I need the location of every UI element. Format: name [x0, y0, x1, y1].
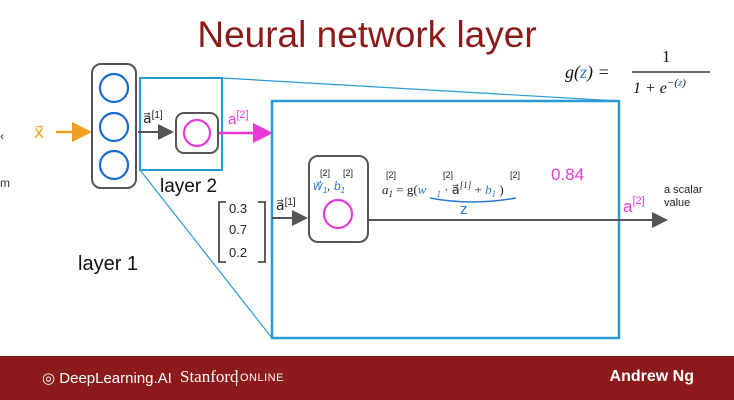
layer1-neuron-1 [98, 72, 130, 104]
deeplearning-logo-icon: ◎ [42, 370, 56, 387]
layer1-box [91, 63, 137, 189]
z-label: z [460, 201, 468, 218]
zoom-neuron [322, 198, 354, 230]
left-cut-text: m [0, 176, 10, 190]
stanford-logo: Stanford [180, 367, 239, 386]
svg-text:a⃗[1]: a⃗[1] [143, 110, 163, 126]
svg-text:[2]: [2] [510, 170, 520, 180]
neuron-params: w⃗1, b1 [313, 179, 345, 195]
presenter-name: Andrew Ng [609, 368, 694, 385]
layer1-neuron-2 [98, 111, 130, 143]
layer2-box [175, 112, 219, 154]
formula-numerator: 1 [662, 47, 671, 66]
output-a-label: a[2] [623, 195, 645, 216]
vector-value-3: 0.2 [229, 245, 247, 260]
footer-bar: ◎ DeepLearning.AI Stanford ONLINE Andrew… [0, 356, 734, 400]
input-x-label: x⃗ [34, 123, 44, 142]
layer2-highlight-box [139, 77, 223, 171]
output-value: 0.84 [551, 165, 584, 184]
layer2-neuron [182, 118, 212, 148]
zoom-line-bottom [139, 169, 273, 339]
svg-text:‹: ‹ [0, 129, 4, 143]
a1-vector: 0.3 0.7 0.2 [218, 201, 266, 263]
slide-title: Neural network layer [197, 14, 537, 55]
scalar-text-1: a scalar [664, 184, 703, 196]
svg-text:a[2]: a[2] [228, 109, 249, 128]
deeplearning-logo: ◎ DeepLearning.AI [42, 370, 172, 387]
svg-text:[2]: [2] [443, 170, 453, 180]
z-underbrace [429, 197, 517, 203]
layer1-neuron-3 [98, 149, 130, 181]
svg-text:a⃗[1]: a⃗[1] [276, 197, 296, 213]
svg-text:[2]: [2] [386, 170, 396, 180]
svg-text:a1 = g(w⃗1 · a⃗[1] + b1 ): a1 = g(w⃗1 · a⃗[1] + b1 ) [382, 180, 504, 199]
activation-equation: a1 = g(w⃗1 · a⃗[1] + b1 ) [2] [2] [2] z [382, 170, 520, 218]
online-label: ONLINE [240, 372, 284, 384]
layer1-label: layer 1 [78, 253, 138, 275]
svg-text:1 + e−(z): 1 + e−(z) [633, 77, 686, 97]
diagram-canvas: g(z) = 1 1 + e−(z) m ‹ x⃗ layer 1 a⃗[1] … [0, 47, 710, 340]
vector-value-2: 0.7 [229, 222, 247, 237]
vector-value-1: 0.3 [229, 201, 247, 216]
svg-text:g(z) =: g(z) = [565, 62, 610, 83]
svg-text:[2]: [2] [320, 168, 330, 178]
sigmoid-formula: g(z) = 1 1 + e−(z) [565, 47, 710, 97]
svg-text:[2]: [2] [343, 168, 353, 178]
layer2-label: layer 2 [160, 176, 217, 197]
scalar-text-2: value [664, 197, 690, 209]
footer-divider [236, 370, 237, 386]
zoom-line-top [221, 77, 620, 102]
